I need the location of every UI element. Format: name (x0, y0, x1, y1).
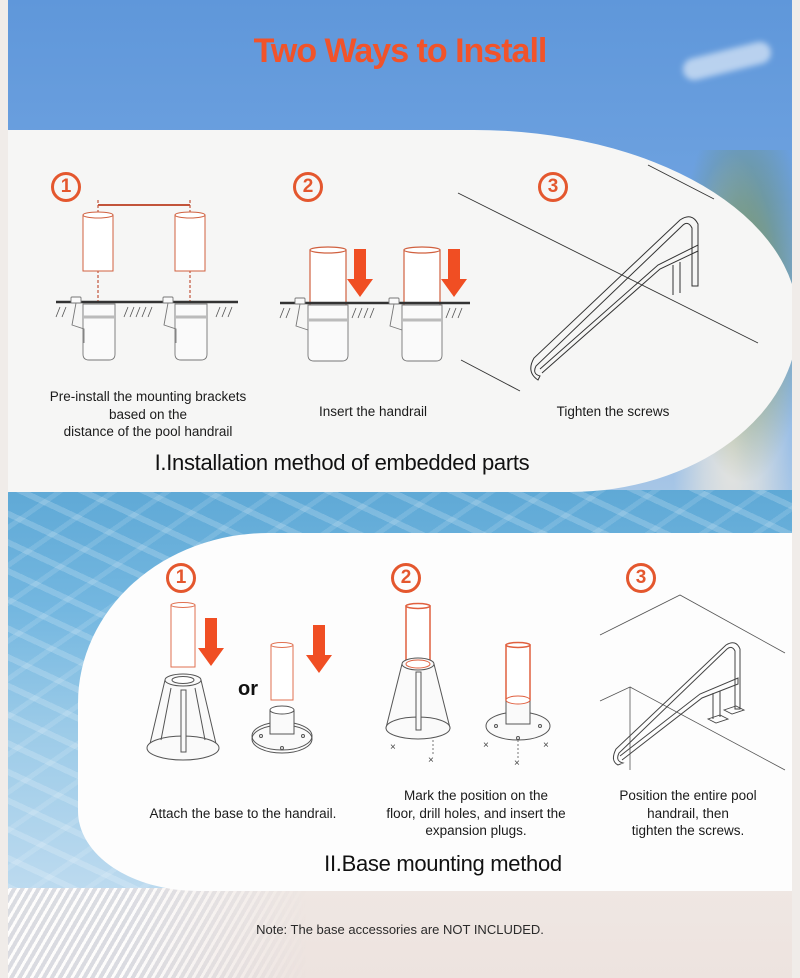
caption-line: Position the entire pool (619, 788, 757, 803)
mark-drill-illustration: × × × × × (385, 602, 551, 769)
mounting-brackets-distance-illustration (55, 200, 238, 361)
caption-line: Mark the position on the (403, 788, 549, 803)
method-2-heading: II.Base mounting method (324, 851, 562, 876)
caption-line: Insert the handrail (318, 404, 428, 419)
step-1-number-badge: 1 (166, 563, 196, 593)
page-title: Two Ways to Install (253, 32, 548, 70)
svg-text:×: × (514, 758, 520, 769)
step-1-caption: Attach the base to the handrail. (138, 805, 348, 823)
step-3-caption: Position the entire pool handrail, then … (588, 787, 788, 840)
insert-handrail-illustration (279, 246, 470, 362)
step-2-caption: Mark the position on the floor, drill ho… (366, 787, 586, 840)
svg-text:×: × (428, 755, 434, 766)
not-included-note: Note: The base accessories are NOT INCLU… (256, 922, 544, 937)
install-guide-page: Two Ways to Install 1 2 3 (8, 0, 792, 978)
caption-line: tighten the screws. (631, 823, 745, 838)
positioned-handrail-illustration (599, 594, 786, 771)
step-3-number-badge: 3 (538, 172, 568, 202)
caption-line: distance of the pool handrail (63, 424, 233, 439)
step-2-caption: Insert the handrail (278, 403, 468, 421)
step-3-number-badge: 3 (626, 563, 656, 593)
or-label: or (238, 678, 258, 700)
caption-line: floor, drill holes, and insert the (386, 805, 566, 821)
caption-line: handrail, then (647, 805, 729, 821)
installed-handrail-illustration (457, 164, 759, 392)
caption-line: Tighten the screws (556, 404, 670, 419)
svg-text:×: × (483, 740, 489, 751)
caption-line: Attach the base to the handrail. (149, 806, 337, 821)
step-3-caption: Tighten the screws (518, 403, 708, 421)
step-1-caption: Pre-install the mounting brackets based … (28, 388, 268, 441)
caption-line: expansion plugs. (425, 823, 527, 838)
pool-deck-background (8, 888, 792, 978)
step-1-number-badge: 1 (51, 172, 81, 202)
method-1-heading: I.Installation method of embedded parts (154, 450, 530, 475)
caption-line: Pre-install the mounting brackets (49, 389, 247, 404)
attach-base-illustration (146, 602, 332, 761)
step-2-number-badge: 2 (391, 563, 421, 593)
svg-text:×: × (390, 742, 396, 753)
caption-line: based on the (108, 406, 188, 422)
step-2-number-badge: 2 (293, 172, 323, 202)
svg-text:×: × (543, 740, 549, 751)
